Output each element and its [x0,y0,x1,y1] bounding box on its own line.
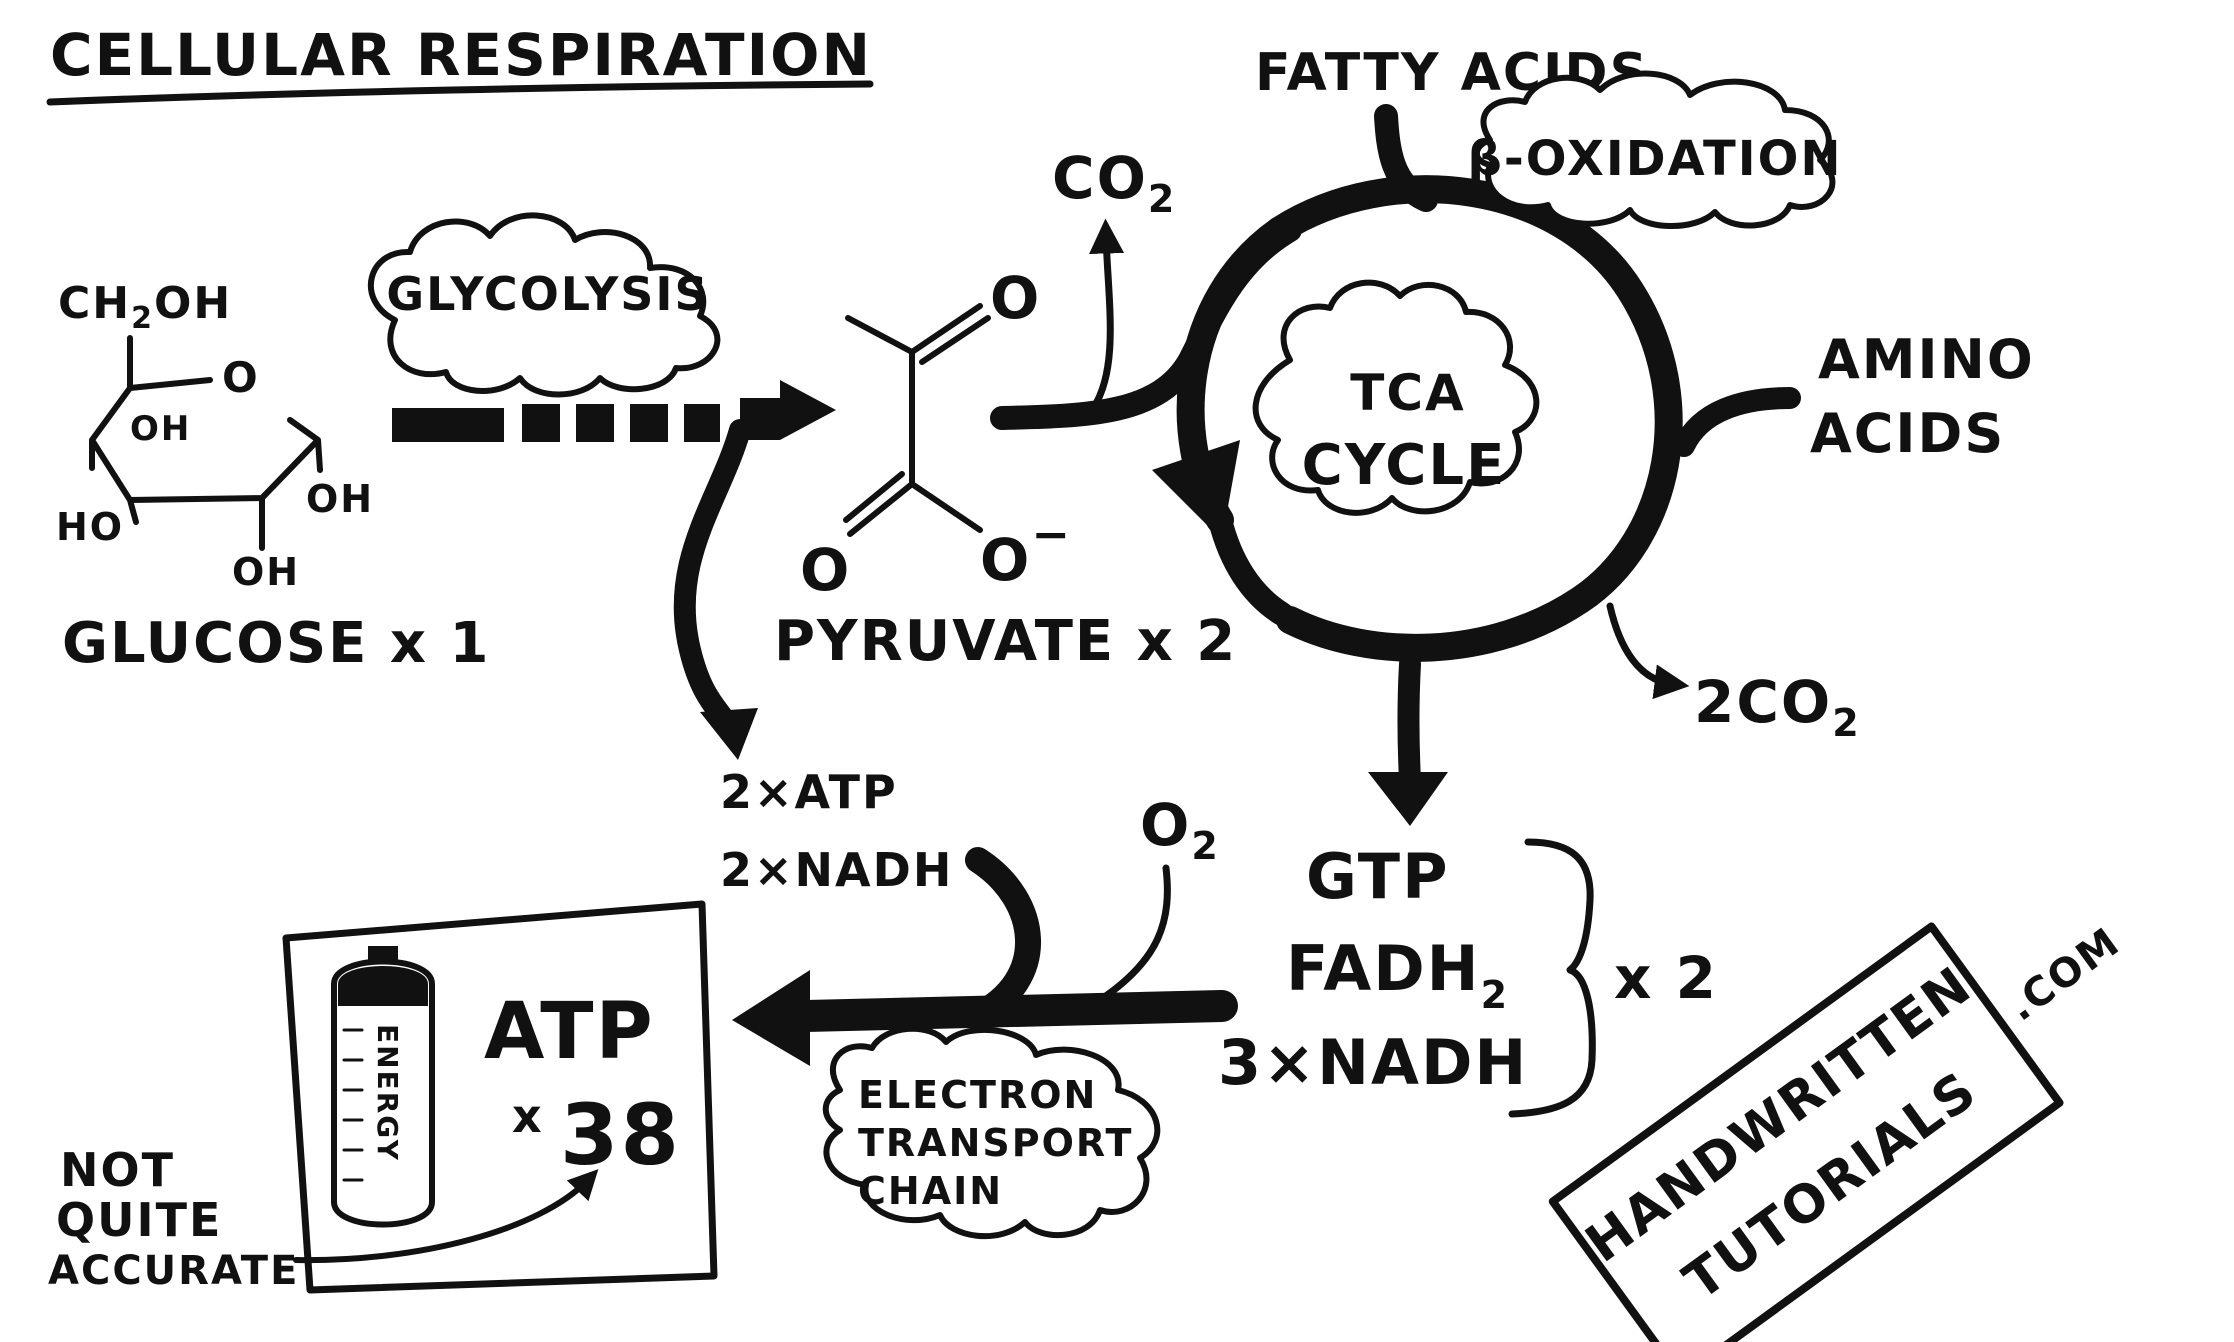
beta-oxidation-cloud [1473,70,1836,230]
glucose-ring-bonds [89,335,323,551]
glucose-oh-inner: OH [130,409,191,449]
yield-multiplier: x 2 [1614,944,1718,1012]
etc-arrowhead [732,970,810,1066]
fadh2-yield: FADH2 [1286,932,1509,1017]
page-title: CELLULAR RESPIRATION [50,21,872,89]
glucose-ch2oh-label: CH2OH [58,278,232,336]
battery-icon [331,946,435,1228]
watermark-dotcom: .COM [2000,919,2129,1030]
amino-acids-line2: ACIDS [1810,402,2005,465]
glucose-ho-left: HO [56,505,124,549]
nadh-yield: 3×NADH [1218,1026,1528,1099]
glycolysis-nadh-yield: 2×NADH [720,843,953,897]
yield-brace [1508,838,1596,1118]
beta-oxidation-label: β-OXIDATION [1467,131,1842,187]
nadh-feed [963,847,1041,1029]
pyruvate-oxygen-top: O [990,264,1041,332]
note-line2: QUITE [56,1193,222,1247]
tca-output-arrowhead [1368,772,1448,826]
title-underline [46,80,874,106]
glucose-oh-bottom: OH [232,550,300,594]
gtp-yield: GTP [1306,840,1450,913]
etc-line2: TRANSPORT [858,1121,1133,1165]
glucose-structure: CH2OH O OH OH OH HO [56,278,374,594]
glycolysis-cloud [367,212,721,398]
tca-line1: TCA [1350,364,1466,422]
battery-energy-label: ENERGY [371,1024,404,1162]
note-line3: ACCURATE [48,1248,299,1294]
pyruvate-structure: O O O− [800,264,1072,604]
pyruvate-oxygen-charged: O− [980,507,1072,594]
glycolysis-arrow [392,380,836,442]
note-arrow [293,1169,599,1264]
tca-line2: CYCLE [1302,433,1507,498]
etc-line1: ELECTRON [858,1073,1097,1117]
result-box [282,900,718,1294]
co2-right-label: 2CO2 [1694,668,1861,745]
tca-ring-inflow [1208,508,1294,626]
amino-acids-line1: AMINO [1818,328,2035,391]
co2-top-label: CO2 [1052,144,1176,221]
result-count: 38 [560,1086,681,1184]
glucose-label: GLUCOSE x 1 [62,611,491,676]
etc-arrow-shaft [790,990,1238,1032]
pyruvate-label: PYRUVATE x 2 [774,609,1237,674]
tca-ring-arrowhead [1152,440,1240,540]
etc-line3: CHAIN [858,1169,1003,1213]
tca-output-line [1397,653,1421,791]
watermark-stamp: HANDWRITTEN TUTORIALS .COM [1548,919,2129,1342]
o2-input [1096,864,1171,1004]
co2-right-arrow [1606,602,1690,700]
glycolysis-atp-yield: 2×ATP [720,765,898,819]
fatty-acids-input [1374,104,1438,212]
tca-cloud [1252,279,1540,516]
result-count-x: x [512,1089,544,1143]
glycolysis-label: GLYCOLYSIS [386,267,709,321]
glycolysis-yield-arrow [673,419,751,739]
result-atp: ATP [484,987,655,1077]
amino-acids-input [1673,387,1801,457]
note-line1: NOT [60,1143,175,1197]
pyruvate-oxygen-left: O [800,536,851,604]
co2-release-arrow [1088,218,1125,414]
tca-cycle-ring [1176,175,1683,662]
glucose-oh-right: OH [306,477,374,521]
glucose-ring-oxygen: O [222,353,260,402]
o2-label: O2 [1140,791,1220,868]
glycolysis-yield-arrowhead [700,708,758,760]
etc-cloud [822,1025,1161,1240]
